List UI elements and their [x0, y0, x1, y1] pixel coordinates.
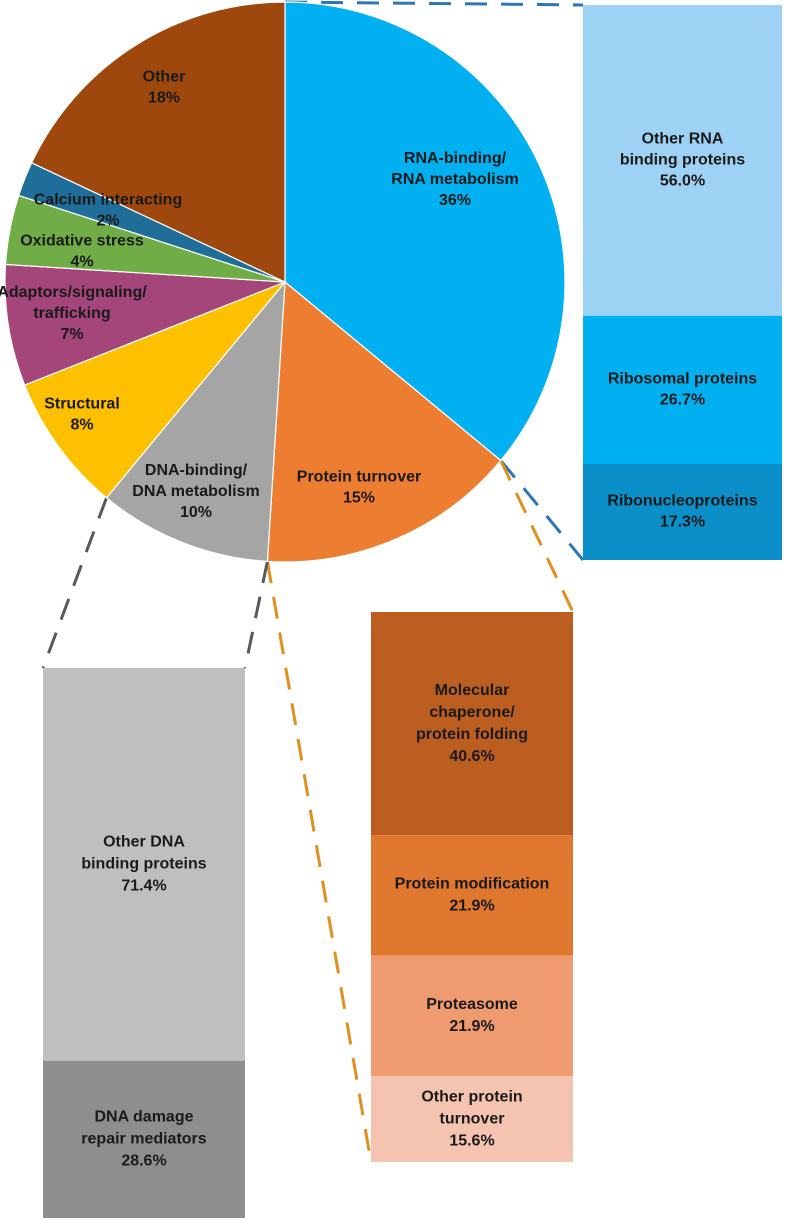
bar-value-label: 28.6% — [121, 1153, 166, 1170]
connector-line-dna-right — [243, 561, 269, 669]
bar-value-label: 15.6% — [449, 1132, 494, 1149]
connector-lines — [41, 0, 585, 1163]
pie-value-label: 8% — [70, 417, 93, 434]
bar-segment-other-protein-turnover — [371, 1076, 573, 1162]
pie-value-label: 15% — [343, 490, 375, 507]
bar-segment-proteasome — [371, 955, 573, 1077]
pie-slice-adaptors-signaling-trafficking — [4, 263, 286, 386]
connector-line-protein-bottom — [265, 561, 373, 1163]
pie-value-label: 10% — [180, 504, 212, 521]
bar-category-label: DNA damage — [95, 1109, 194, 1126]
breakdown-protein-turnover: Molecular chaperone/protein folding 40.6% P… — [371, 612, 573, 1162]
pie-category-label: Protein turnover — [297, 469, 421, 486]
pie-value-label: 7% — [60, 326, 83, 343]
bar-value-label: 17.3% — [660, 514, 705, 531]
connector-line-rna-bottom — [499, 459, 585, 561]
bar-category-label: turnover — [440, 1110, 505, 1127]
bar-category-label: Protein modification — [395, 876, 550, 893]
pie-value-label: 36% — [439, 192, 471, 209]
bar-category-label: chaperone/ — [429, 704, 515, 721]
connector-line-rna-top — [284, 0, 584, 7]
bar-value-label: 21.9% — [449, 898, 494, 915]
bar-category-label: Other DNA — [103, 834, 185, 851]
bar-segment-dna-damage-repair-mediators — [43, 1060, 245, 1218]
breakdown-bars: Other RNA binding proteins 56.0% Ribosomal … — [43, 5, 782, 1218]
pie-category-label: DNA metabolism — [132, 483, 259, 500]
connector-line-protein-top — [499, 459, 575, 613]
bar-segment-other-rna-binding-proteins — [583, 5, 782, 316]
bar-segment-ribosomal-proteins — [583, 315, 782, 464]
pie-chart: RNA-binding/RNA metabolism 36% Protein tur… — [0, 1, 566, 563]
bar-category-label: repair mediators — [81, 1131, 206, 1148]
bar-category-label: binding proteins — [81, 856, 206, 873]
bar-category-label: binding proteins — [620, 152, 745, 169]
bar-segment-other-dna-binding-proteins — [43, 668, 245, 1061]
bar-segment-protein-modification — [371, 835, 573, 956]
bar-value-label: 26.7% — [660, 392, 705, 409]
bar-value-label: 40.6% — [449, 748, 494, 765]
bar-segment-ribonucleoproteins — [583, 463, 782, 561]
pie-slice-other — [30, 1, 286, 283]
pie-category-label: Adaptors/signaling/ — [0, 284, 147, 301]
pie-category-label: RNA-binding/ — [404, 150, 507, 167]
bar-value-label: 21.9% — [449, 1018, 494, 1035]
bar-category-label: protein folding — [416, 726, 528, 743]
pie-value-label: 18% — [148, 90, 180, 107]
pie-category-label: DNA-binding/ — [145, 462, 248, 479]
bar-value-label: 71.4% — [121, 878, 166, 895]
pie-category-label: RNA metabolism — [391, 171, 518, 188]
bar-category-label: Ribosomal proteins — [608, 371, 757, 388]
bar-category-label: Other protein — [421, 1088, 522, 1105]
pie-category-label: Oxidative stress — [20, 233, 144, 250]
bar-category-label: Proteasome — [426, 996, 518, 1013]
breakdown-rna-binding-rna-metabolism: Other RNA binding proteins 56.0% Ribosomal … — [583, 5, 782, 561]
bar-segment-molecular-chaperone-protein-folding — [371, 612, 573, 836]
connector-line-dna-left — [41, 497, 108, 669]
pie-slice-dna-binding-dna-metabolism — [105, 280, 286, 563]
pie-category-label: trafficking — [33, 305, 110, 322]
breakdown-dna-binding-dna-metabolism: Other DNA binding proteins 71.4% DNA damage… — [43, 668, 245, 1218]
pie-category-label: Calcium interacting — [34, 192, 182, 209]
bar-category-label: Ribonucleoproteins — [607, 493, 757, 510]
bar-category-label: Molecular — [435, 682, 510, 699]
bar-category-label: Other RNA — [642, 131, 724, 148]
bar-value-label: 56.0% — [660, 173, 705, 190]
pie-slice-protein-turnover — [266, 280, 502, 563]
pie-value-label: 2% — [96, 213, 119, 230]
pie-category-label: Other — [143, 69, 186, 86]
pie-slice-structural — [23, 281, 286, 499]
pie-slice-rna-binding-rna-metabolism — [284, 1, 566, 462]
pie-category-label: Structural — [44, 396, 120, 413]
pie-value-label: 4% — [70, 254, 93, 271]
